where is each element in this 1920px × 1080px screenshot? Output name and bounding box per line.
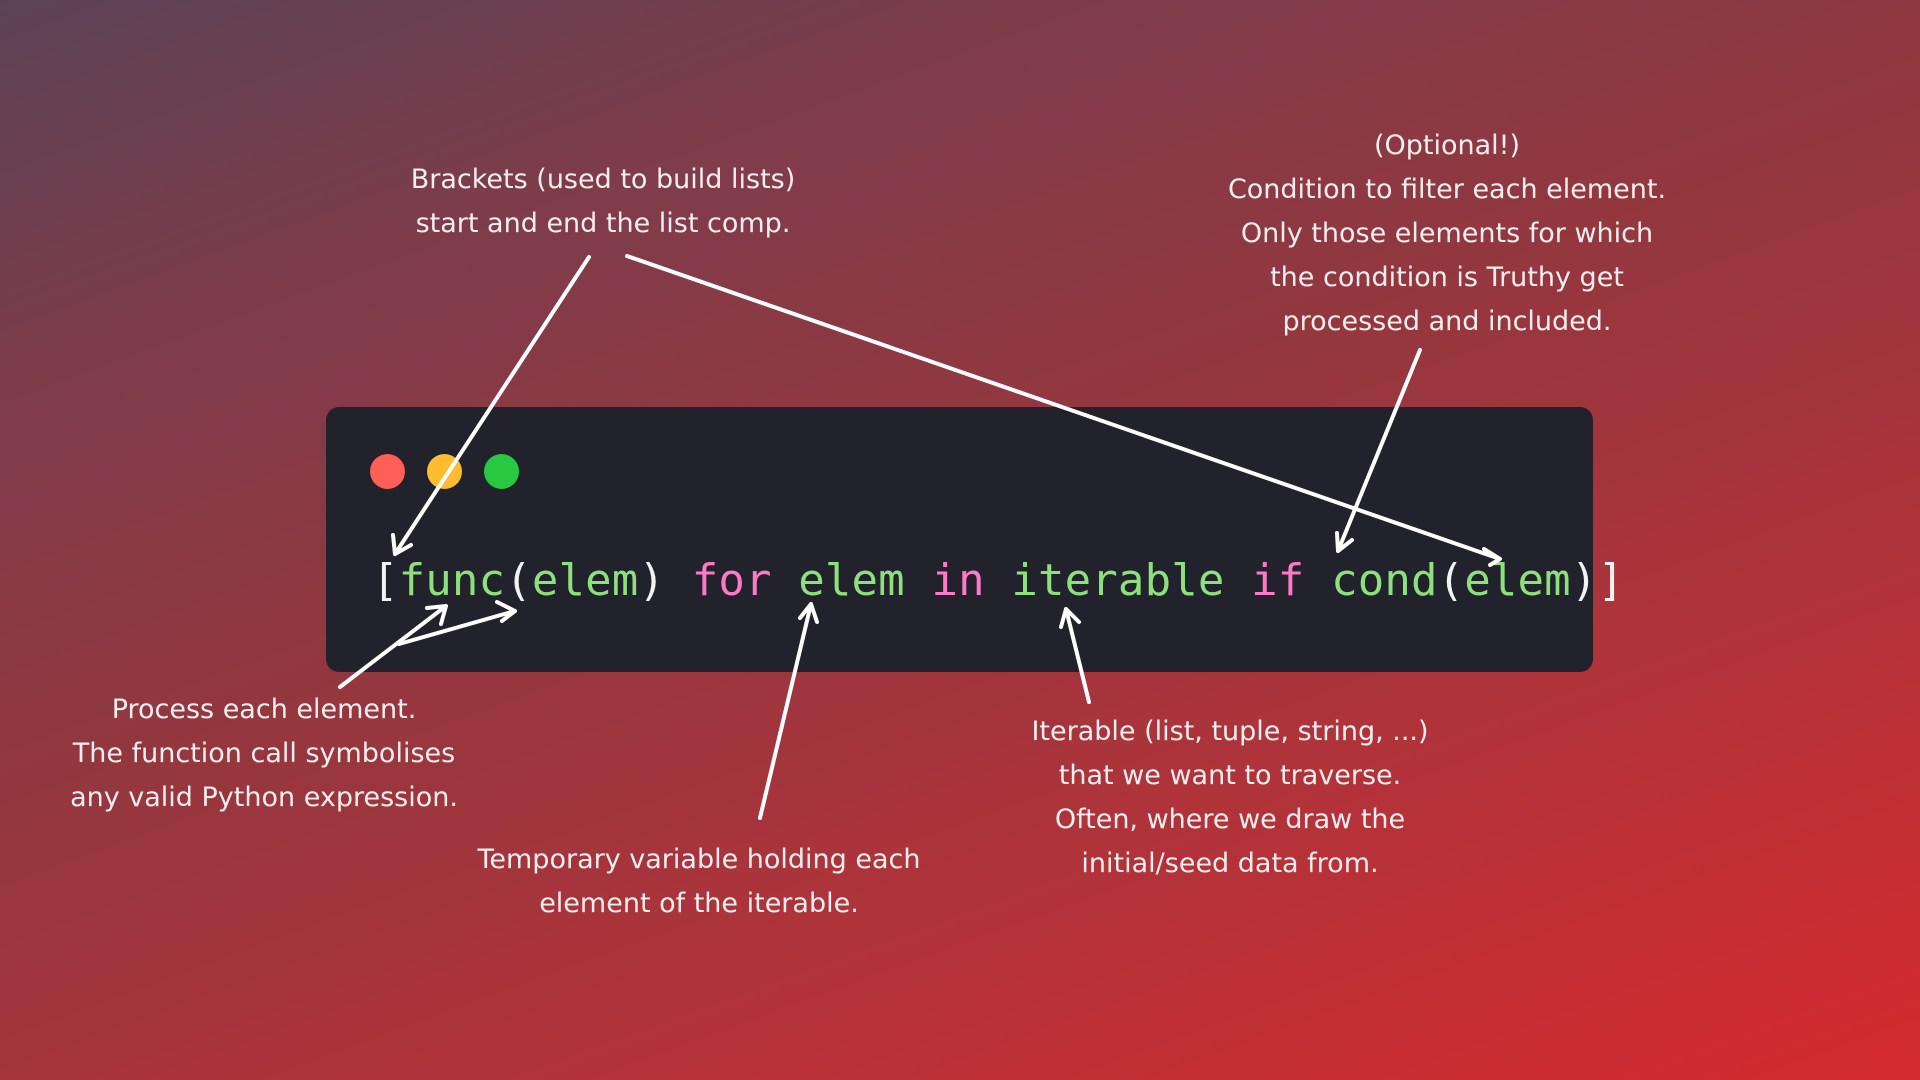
window-close-dot: [370, 454, 405, 489]
code-token: ): [1570, 555, 1598, 606]
annotation-line: Brackets (used to build lists): [410, 164, 796, 195]
annotation-line: Process each element.: [111, 694, 417, 725]
code-token: [: [372, 555, 399, 606]
annotation-brackets: Brackets (used to build lists) start and…: [411, 158, 796, 246]
code-token: elem: [798, 555, 905, 606]
code-token: if: [1251, 555, 1305, 606]
code-space: [905, 555, 932, 606]
annotation-line: Iterable (list, tuple, string, ...): [1031, 716, 1429, 747]
annotation-line: Often, where we draw the: [1054, 804, 1406, 835]
annotation-line: processed and included.: [1282, 306, 1612, 337]
annotation-line: Temporary variable holding each: [477, 844, 921, 875]
annotation-line: the condition is Truthy get: [1270, 262, 1624, 293]
code-token: ): [638, 555, 666, 606]
annotation-iterable: Iterable (list, tuple, string, ...) that…: [1031, 710, 1428, 886]
annotation-line: element of the iterable.: [539, 888, 859, 919]
annotation-process: Process each element. The function call …: [70, 688, 458, 820]
window-maximize-dot: [484, 454, 519, 489]
code-token: ]: [1597, 555, 1625, 606]
annotation-condition: (Optional!) Condition to filter each ele…: [1228, 124, 1666, 344]
annotation-line: any valid Python expression.: [70, 782, 458, 813]
code-space: [1225, 555, 1252, 606]
code-token: iterable: [1011, 555, 1225, 606]
code-token: (: [1437, 555, 1465, 606]
annotation-line: start and end the list comp.: [415, 208, 791, 239]
list-comprehension-code: [func(elem) for elem in iterable if cond…: [372, 548, 1624, 614]
annotation-line: Condition to filter each element.: [1227, 174, 1667, 205]
code-token: cond: [1331, 555, 1438, 606]
annotation-line: (Optional!): [1373, 130, 1521, 161]
annotation-line: initial/seed data from.: [1081, 848, 1379, 879]
code-token: for: [691, 555, 772, 606]
code-token: elem: [531, 555, 639, 606]
code-token: (: [505, 555, 532, 606]
annotation-line: Only those elements for which: [1240, 218, 1654, 249]
code-space: [1304, 555, 1331, 606]
code-space: [665, 555, 692, 606]
code-space: [772, 555, 799, 606]
annotation-temporary-variable: Temporary variable holding each element …: [477, 838, 920, 926]
annotation-line: The function call symbolises: [72, 738, 456, 769]
code-token: func: [398, 555, 506, 606]
code-window: [326, 407, 1593, 672]
window-minimize-dot: [427, 454, 462, 489]
code-token: in: [931, 555, 985, 606]
code-token: elem: [1464, 555, 1571, 606]
code-space: [985, 555, 1012, 606]
annotation-line: that we want to traverse.: [1058, 760, 1402, 791]
